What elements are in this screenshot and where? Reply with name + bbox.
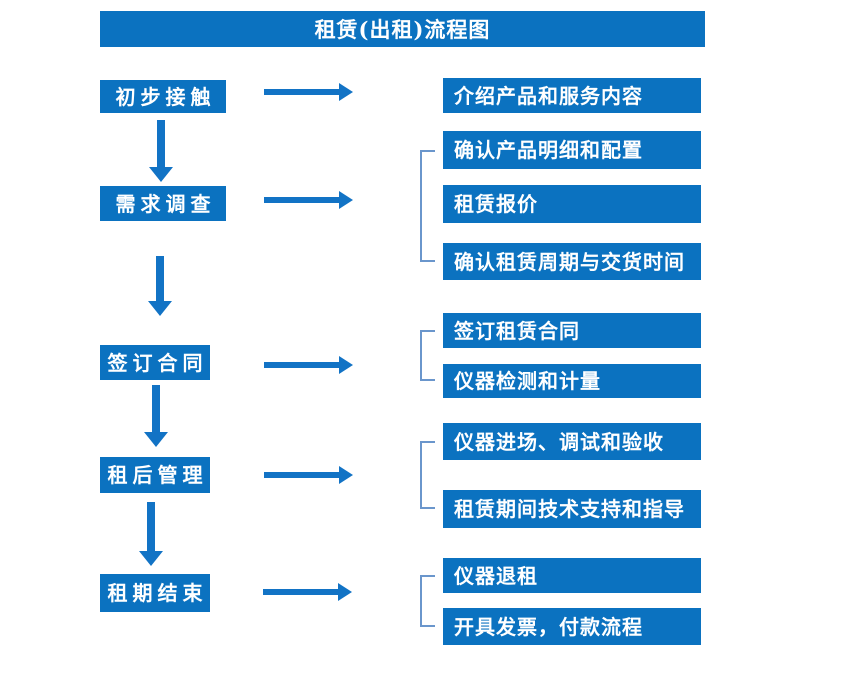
arrow-shaft: [264, 362, 340, 368]
bracket-post-rental-group: [420, 441, 437, 509]
stage-rental-end: 租期结束: [100, 574, 210, 612]
diagram-title: 租赁(出租)流程图: [100, 11, 705, 47]
output-sign-rental-contract: 签订租赁合同: [443, 313, 701, 348]
arrow-shaft: [264, 472, 340, 478]
stage-post-rental-management: 租后管理: [100, 457, 210, 493]
arrow-head-icon: [339, 191, 353, 209]
output-invoice-payment-process: 开具发票，付款流程: [443, 608, 701, 645]
arrow-shaft: [264, 89, 340, 95]
bracket-sign-contract-group: [420, 330, 437, 381]
output-instrument-return: 仪器退租: [443, 558, 701, 593]
arrow-shaft: [264, 197, 340, 203]
arrow-head-icon: [339, 83, 353, 101]
output-introduce-products-services: 介绍产品和服务内容: [443, 78, 701, 113]
stage-demand-survey: 需求调查: [100, 186, 226, 221]
stage-sign-contract: 签订合同: [100, 345, 210, 380]
arrow-down-4: [139, 502, 163, 566]
arrow-head-icon: [338, 583, 352, 601]
arrow-down-1: [149, 120, 173, 182]
output-confirm-period-delivery: 确认租赁周期与交货时间: [443, 243, 701, 280]
arrow-shaft: [147, 502, 155, 552]
arrow-shaft: [156, 256, 164, 302]
arrow-right-sign-contract: [264, 356, 353, 374]
bracket-rental-end-group: [420, 575, 437, 627]
arrow-down-2: [148, 256, 172, 316]
bracket-demand-survey-group: [420, 150, 437, 262]
arrow-right-rental-end: [263, 583, 352, 601]
output-instrument-testing-metering: 仪器检测和计量: [443, 364, 701, 398]
output-instrument-setup-acceptance: 仪器进场、调试和验收: [443, 423, 701, 460]
arrow-right-post-rental: [264, 466, 353, 484]
arrow-head-icon: [148, 301, 172, 316]
arrow-head-icon: [339, 356, 353, 374]
arrow-down-3: [144, 385, 168, 447]
output-confirm-product-details: 确认产品明细和配置: [443, 131, 701, 169]
arrow-head-icon: [139, 551, 163, 566]
output-rental-quotation: 租赁报价: [443, 185, 701, 223]
arrow-head-icon: [149, 167, 173, 182]
arrow-head-icon: [339, 466, 353, 484]
stage-initial-contact: 初步接触: [100, 80, 226, 113]
arrow-right-demand-survey: [264, 191, 353, 209]
arrow-shaft: [152, 385, 160, 433]
arrow-head-icon: [144, 432, 168, 447]
arrow-shaft: [263, 589, 339, 595]
arrow-shaft: [157, 120, 165, 168]
arrow-right-initial-contact: [264, 83, 353, 101]
output-technical-support-guidance: 租赁期间技术支持和指导: [443, 490, 701, 528]
